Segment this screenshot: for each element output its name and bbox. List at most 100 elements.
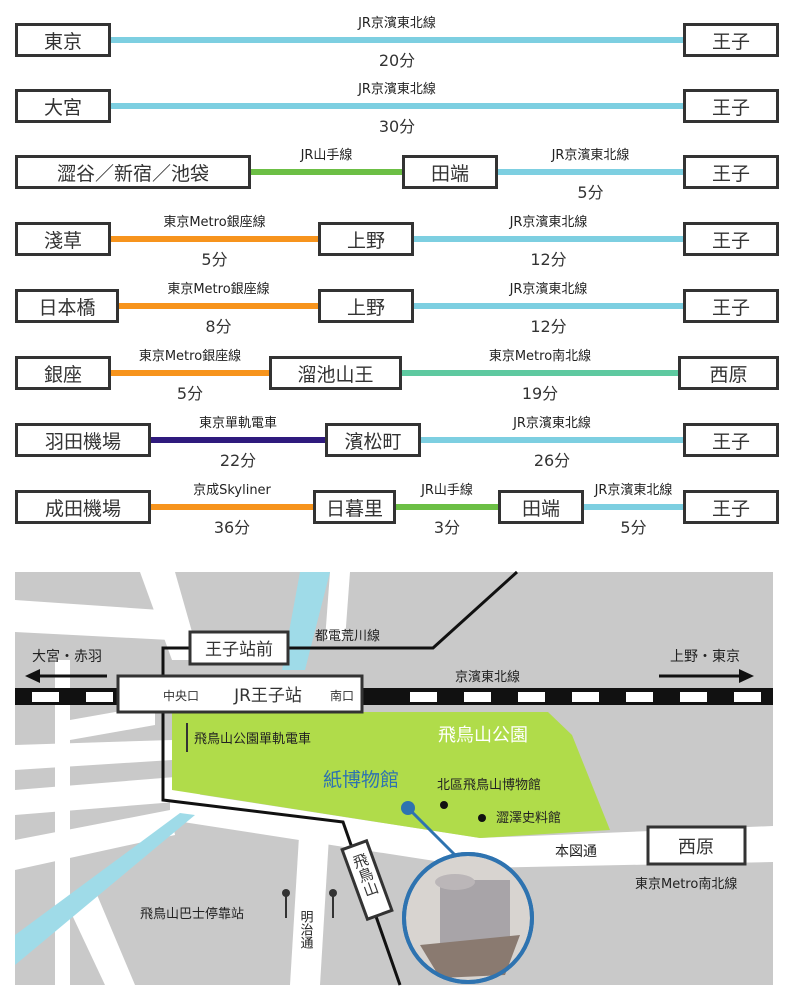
station-box: 田端 <box>402 155 498 189</box>
station-box: 大宮 <box>15 89 111 123</box>
to-omiya-label: 大宮・赤羽 <box>32 649 102 665</box>
route-line-segment <box>151 504 313 510</box>
meiji-dori-label: 明治通 <box>298 910 314 949</box>
park-area <box>172 712 610 838</box>
route-line-segment <box>111 370 269 376</box>
shibusawa-marker <box>478 814 486 822</box>
travel-time: 5分 <box>577 183 604 202</box>
travel-time: 26分 <box>533 451 571 470</box>
roads <box>15 572 773 985</box>
route-line-segment <box>119 303 318 309</box>
station-box: 日本橋 <box>15 289 119 323</box>
nishigahara-label: 西原 <box>678 837 714 858</box>
route-line-segment <box>151 437 325 443</box>
track-dash <box>572 692 599 702</box>
shibusawa-label: 澀澤史料館 <box>496 811 561 826</box>
line-name: 東京Metro銀座線 <box>163 215 266 230</box>
station-box: 東京 <box>15 23 111 57</box>
line-name: JR京濱東北線 <box>594 483 673 498</box>
arrow-right-icon <box>739 669 754 683</box>
oji-ekimae-box <box>188 630 290 666</box>
travel-time: 36分 <box>213 518 251 537</box>
route-line-segment <box>421 437 683 443</box>
line-name: JR山手線 <box>300 148 353 163</box>
hongo-dori-label: 本図通 <box>555 844 597 860</box>
travel-time: 5分 <box>620 518 647 537</box>
jr-oji-station-box <box>116 674 364 714</box>
south-exit-label: 南口 <box>330 688 354 703</box>
track-dash <box>86 692 113 702</box>
station-box: 上野 <box>318 222 414 256</box>
station-box: 王子 <box>683 23 779 57</box>
station-box: 王子 <box>683 423 779 457</box>
line-name: 東京Metro銀座線 <box>138 349 242 364</box>
station-box: 王子 <box>683 289 779 323</box>
line-name: 京成Skyliner <box>193 483 271 498</box>
to-ueno-label: 上野・東京 <box>670 649 740 665</box>
route-line-segment <box>414 236 683 242</box>
station-box: 王子 <box>683 155 779 189</box>
kita-museum-marker <box>440 801 448 809</box>
station-box: 王子 <box>683 89 779 123</box>
route-line-segment <box>251 169 402 175</box>
station-box: 澀谷／新宿／池袋 <box>15 155 251 189</box>
travel-time: 5分 <box>201 250 228 269</box>
route-line-segment <box>498 169 683 175</box>
station-box: 上野 <box>318 289 414 323</box>
line-name: JR京濱東北線 <box>358 82 436 97</box>
line-name: JR京濱東北線 <box>551 148 630 163</box>
station-box: 西原 <box>678 356 779 390</box>
river-south <box>15 813 195 965</box>
route-line-segment <box>584 504 683 510</box>
museum-marker[interactable] <box>401 801 415 815</box>
track-dash <box>464 692 491 702</box>
line-name: 東京單軌電車 <box>198 416 278 431</box>
station-box: 成田機場 <box>15 490 151 524</box>
track-dash <box>410 692 437 702</box>
travel-time: 8分 <box>205 317 232 336</box>
keihin-label: 京濱東北線 <box>455 669 520 685</box>
travel-time: 20分 <box>378 51 416 70</box>
track-dash <box>518 692 545 702</box>
central-exit-label: 中央口 <box>163 688 199 703</box>
route-line-segment <box>111 103 683 109</box>
asukayama-box <box>340 838 394 922</box>
line-name: 東京Metro銀座線 <box>167 282 270 297</box>
park-label: 飛鳥山公園 <box>438 725 528 746</box>
namboku-label: 東京Metro南北線 <box>635 876 737 892</box>
line-name: JR京濱東北線 <box>509 215 588 230</box>
arrow-left-icon <box>25 669 40 683</box>
route-line-segment <box>111 236 318 242</box>
station-box: 日暮里 <box>313 490 396 524</box>
route-line-segment <box>111 37 683 43</box>
jr-oji-label: JR王子站 <box>233 686 302 706</box>
toden-label: 都電荒川線 <box>315 628 380 644</box>
route-line-segment <box>414 303 683 309</box>
station-box: 王子 <box>683 490 779 524</box>
station-box: 溜池山王 <box>269 356 402 390</box>
station-box: 淺草 <box>15 222 111 256</box>
oji-ekimae-label: 王子站前 <box>205 640 273 660</box>
museum-label: 紙博物館 <box>323 769 399 791</box>
monorail-label: 飛鳥山公園單軌電車 <box>194 731 311 747</box>
travel-time: 30分 <box>378 117 416 136</box>
travel-time: 12分 <box>530 317 567 336</box>
station-box: 銀座 <box>15 356 111 390</box>
station-box: 王子 <box>683 222 779 256</box>
bus-stop-label: 飛鳥山巴士停靠站 <box>140 906 244 922</box>
line-name: JR京濱東北線 <box>509 282 588 297</box>
station-box: 濱松町 <box>325 423 421 457</box>
travel-time: 5分 <box>176 384 204 403</box>
kita-museum-label: 北區飛鳥山博物館 <box>437 778 541 793</box>
station-box: 羽田機場 <box>15 423 151 457</box>
travel-time: 19分 <box>521 384 559 403</box>
track-dash <box>680 692 707 702</box>
bus-stop-markers <box>282 889 337 918</box>
museum-photo <box>402 852 534 984</box>
route-line-segment <box>402 370 678 376</box>
nishigahara-box <box>646 825 747 866</box>
track-dash <box>734 692 761 702</box>
line-name: JR京濱東北線 <box>513 416 591 431</box>
